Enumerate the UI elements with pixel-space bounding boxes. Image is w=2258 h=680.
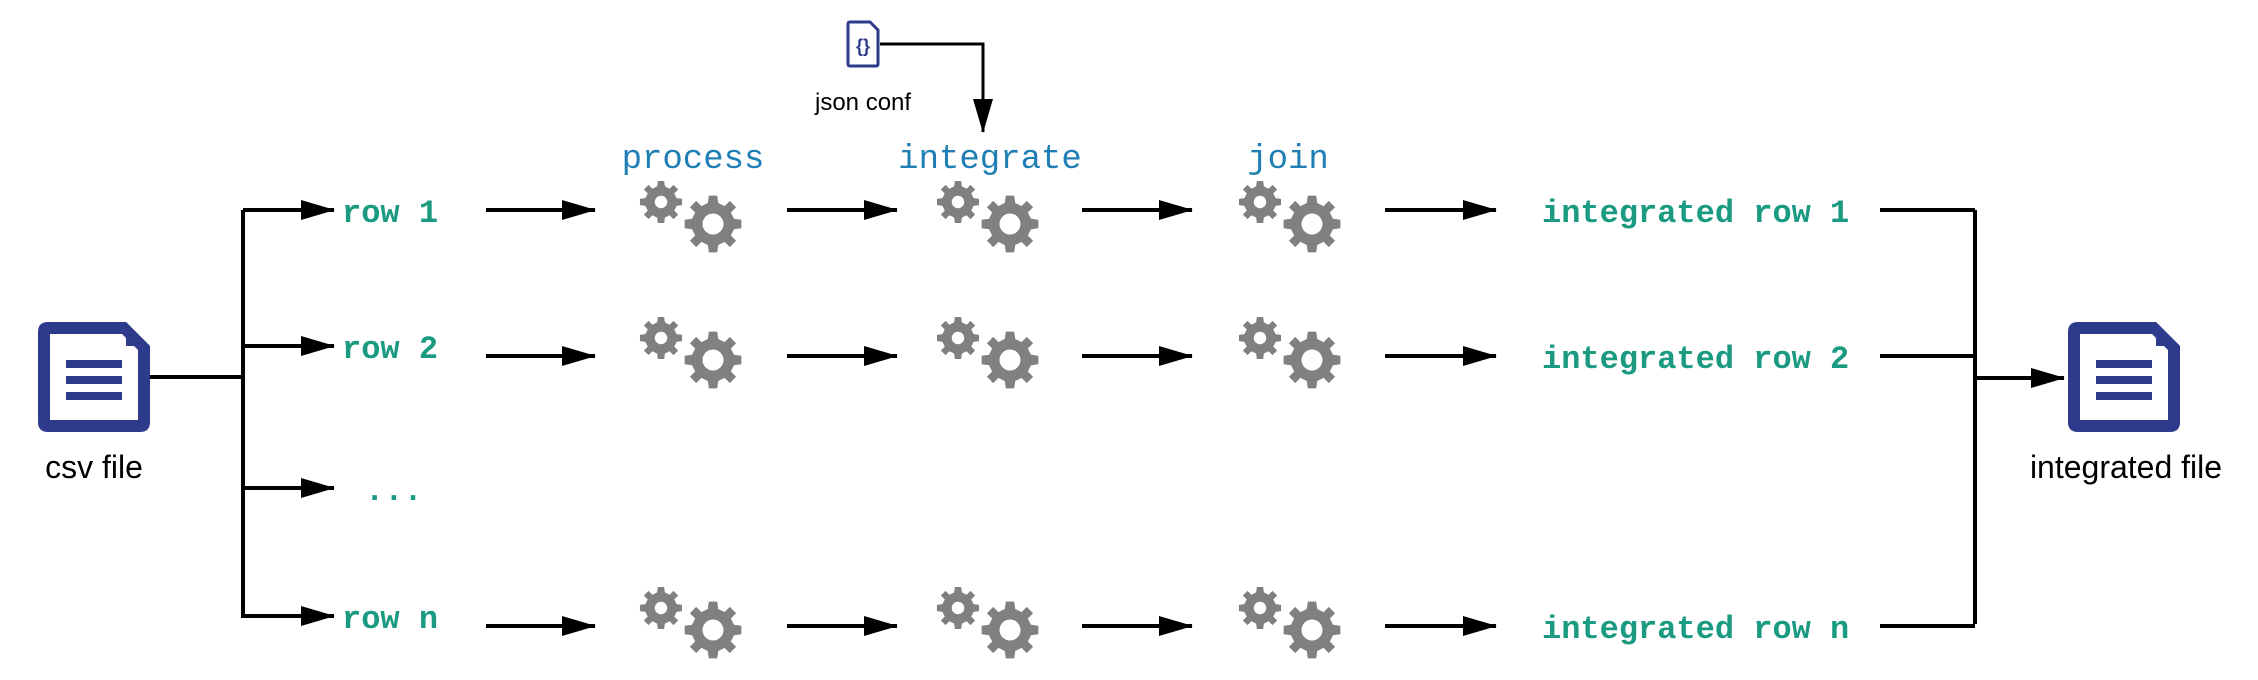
csv-file-label: csv file: [45, 449, 143, 485]
gears-icon: [1238, 586, 1341, 659]
json-conf-label: json conf: [814, 89, 911, 116]
step-header-process: process: [622, 141, 765, 179]
pipeline-row: ...: [243, 473, 423, 510]
svg-text:{}: {}: [856, 36, 870, 56]
gears-icon: [1238, 180, 1341, 253]
step-header-integrate: integrate: [898, 141, 1082, 179]
gears-icon: [1238, 316, 1341, 389]
json-file-icon: {}: [846, 20, 880, 68]
row-label: row 2: [342, 331, 438, 368]
step-header-join: join: [1247, 141, 1329, 179]
integrated-file-label: integrated file: [2030, 449, 2222, 485]
gears-icon: [936, 586, 1039, 659]
row-label: row 1: [342, 195, 438, 232]
gears-icon: [639, 586, 742, 659]
row-label: ...: [365, 473, 423, 510]
config-arrow: [880, 42, 993, 133]
gears-icon: [936, 180, 1039, 253]
output-label: integrated row 1: [1542, 195, 1849, 232]
pipeline-row: row n integrated row n: [243, 586, 1975, 659]
gears-icon: [639, 180, 742, 253]
row-label: row n: [342, 601, 438, 638]
csv-file-icon: [38, 322, 150, 432]
gears-icon: [936, 316, 1039, 389]
output-label: integrated row n: [1542, 611, 1849, 648]
gears-icon: [639, 316, 742, 389]
pipeline-row: row 2 integrated row 2: [243, 316, 1975, 389]
integrated-file-icon: [2068, 322, 2180, 432]
pipeline-row: row 1 integrated row 1: [243, 180, 1975, 253]
output-label: integrated row 2: [1542, 341, 1849, 378]
